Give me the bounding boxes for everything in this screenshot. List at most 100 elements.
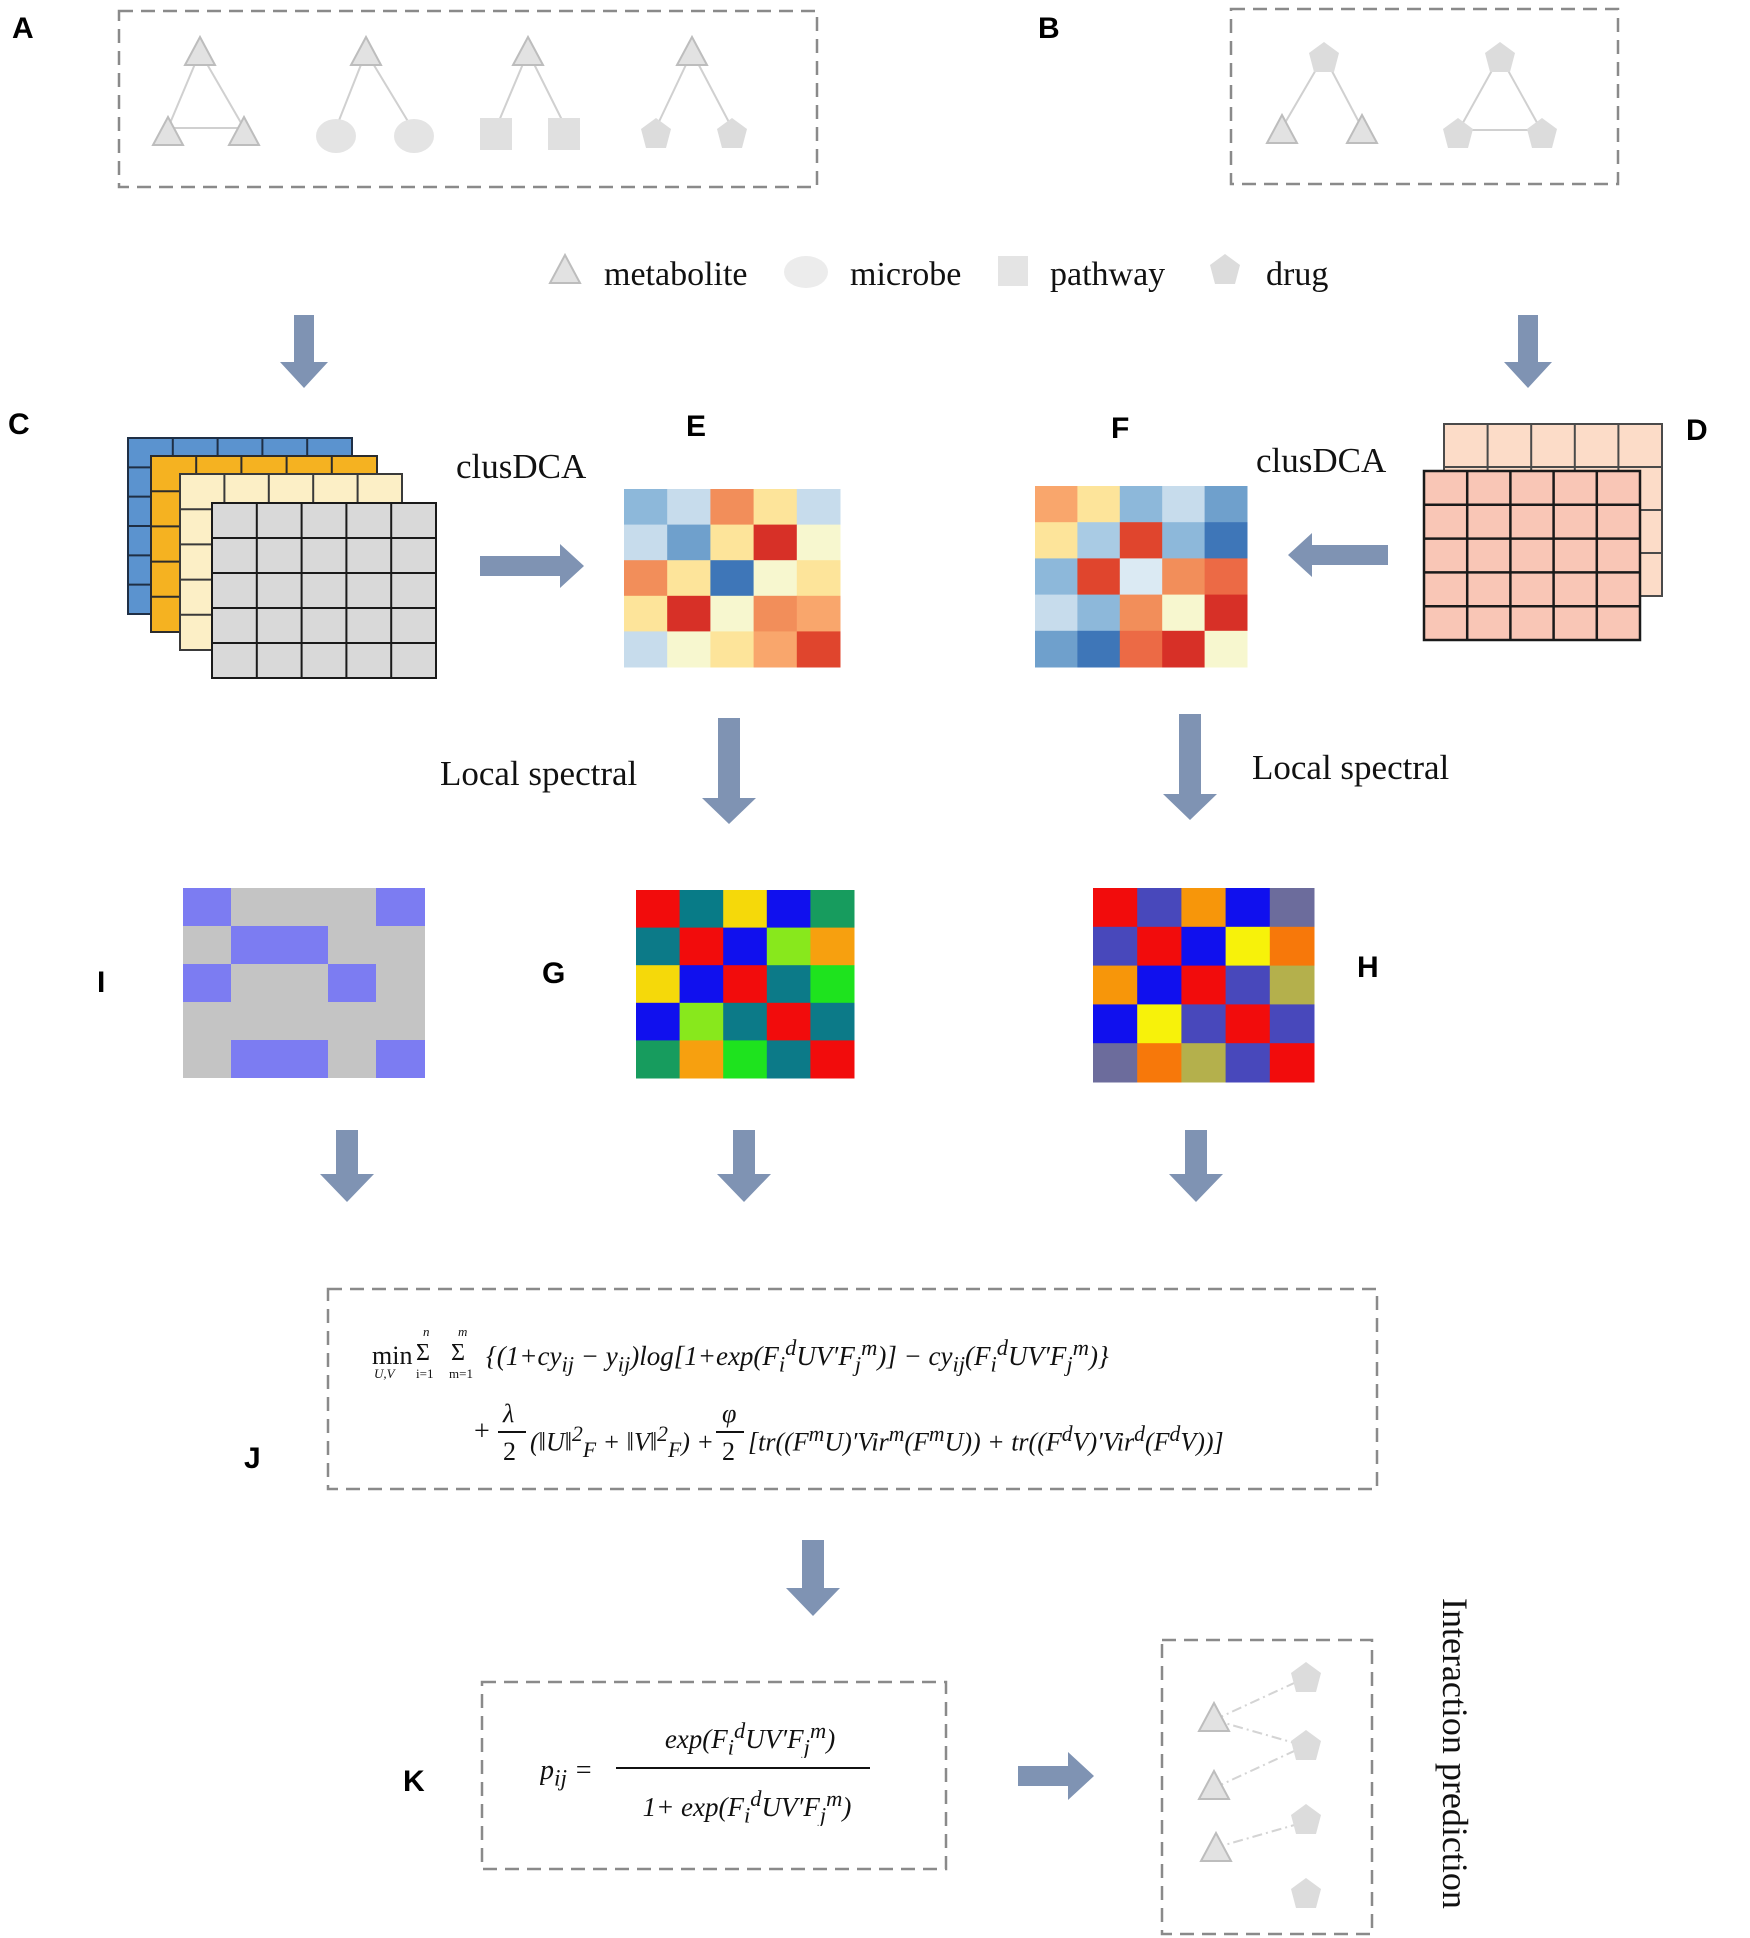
heatmap-cell [766,965,811,1004]
heatmap-cell [1225,888,1271,928]
heatmap-cell [1225,1043,1271,1083]
metabolite-node-icon [676,36,708,66]
heatmap-cell [723,1002,768,1041]
probability-formula-box: pij = exp(FidUV′Fjm) 1+ exp(FidUV′Fjm) [480,1680,948,1871]
heatmap-cell [1204,522,1248,559]
metabolite-node-icon [1198,1702,1230,1732]
heatmap-cell [636,1040,681,1079]
objective-function-box: min U,V n Σ i=1 m Σ m=1 {(1+cyij − yij)l… [326,1287,1379,1491]
metabolite-node-icon [350,36,382,66]
heatmap-cell [667,489,711,526]
drug-node-icon [717,118,747,148]
drug-node-icon [1291,1804,1321,1834]
pathway-legend-icon [998,256,1028,286]
heatmap-cell [1269,1004,1315,1044]
heatmap-cell [766,927,811,966]
association-matrix-i [183,888,425,1078]
heatmap-cell [636,927,681,966]
formula-frac2-den: 2 [722,1437,735,1466]
node-legend: metabolite microbe pathway drug [549,254,1328,293]
formula-k-numerator: exp(FidUV′Fjm) [664,1718,836,1758]
heatmap-cell [766,1002,811,1041]
heatmap-cell [636,965,681,1004]
microbe-legend-icon [784,256,828,288]
heatmap-cell [1269,888,1315,928]
heatmap-cell [624,595,668,632]
heatmap-cell [723,890,768,929]
metabolite-node-icon [228,116,260,146]
panel-a-network-box [117,9,819,189]
heatmap-cell [1077,486,1121,523]
heatmap-cell [1035,522,1078,559]
heatmap-cell [1181,926,1227,967]
drug-node-icon [1291,1662,1321,1692]
heatmap-cell [679,965,724,1004]
heatmap-cell [710,595,755,632]
heatmap-cell [810,1002,855,1041]
formula-frac2-num: φ [722,1399,736,1428]
formula-line1-container: {(1+cyij − yij)log[1+exp(FidUV′Fjm)] − c… [486,1335,1109,1377]
formula-k-lhs: pij = [540,1755,593,1792]
formula-line1: {(1+cyij − yij)log[1+exp(FidUV′Fjm)] − c… [486,1335,1109,1377]
interaction-prediction-label: Interaction prediction [1435,1598,1475,1909]
heatmap-cell [1137,1043,1182,1083]
panel-label-i: I [97,966,105,999]
stacked-similarity-matrices [127,437,437,679]
drug-node-icon [1443,118,1473,148]
heatmap-cell [679,1040,724,1079]
metabolite-legend-icon [549,254,581,284]
heatmap-f [1035,486,1248,668]
heatmap-cell [796,524,841,561]
formula-sum1-sign: Σ [416,1340,430,1366]
panel-b-network-box [1229,7,1620,186]
formula-frac1-num: λ [502,1399,514,1428]
metabolite-node-icon [184,36,216,66]
heatmap-cell [796,560,841,597]
formula-sum1-top: n [423,1324,430,1339]
formula-k-denominator-container: 1+ exp(FidUV′Fjm) [643,1786,852,1826]
heatmap-g [636,890,855,1079]
heatmap-cell [1119,630,1163,668]
arrow-down-icon [702,718,756,824]
heatmap-cell [1119,486,1163,523]
legend-pathway: pathway [1050,256,1165,293]
heatmap-cell [1035,630,1078,668]
heatmap-cell [710,489,755,526]
heatmap-e [624,489,841,668]
heatmap-cell [1269,1043,1315,1083]
heatmap-cell [679,927,724,966]
panel-label-f: F [1111,412,1129,445]
arrow-down-icon [1163,714,1217,820]
legend-metabolite: metabolite [604,256,748,293]
heatmap-cell [753,489,798,526]
heatmap-cell [1137,888,1182,928]
formula-part3: [tr((FmU)′Virm(FmU)) + tr((FdV)′Vird(FdV… [748,1422,1224,1457]
formula-plus: + [474,1416,490,1447]
heatmap-cell [723,927,768,966]
heatmap-cell [1035,558,1078,596]
local-spectral-label-left: Local spectral [440,754,638,793]
heatmap-cell [1162,558,1206,596]
heatmap-cell [1225,1004,1271,1044]
panel-label-k: K [403,1765,425,1798]
flow-arrows [280,315,1552,1800]
panel-label-h: H [1357,951,1379,984]
formula-part2: (‖U‖2F + ‖V‖2F) + [530,1422,714,1462]
heatmap-cell [1225,965,1271,1005]
heatmap-cell [1093,926,1138,967]
heatmap-cell [1204,558,1248,596]
arrow-left-icon [1288,533,1388,577]
matrix-sheet [1422,469,1642,642]
heatmap-cell [1181,1004,1227,1044]
arrow-right-icon [480,544,584,588]
drug-node-icon [1291,1878,1321,1908]
drug-node-icon [1291,1730,1321,1760]
heatmap-cell [1204,486,1248,523]
heatmap-cell [1035,594,1078,632]
arrow-down-icon [280,315,328,388]
arrow-down-icon [1169,1130,1223,1202]
heatmap-cell [1204,594,1248,632]
formula-k-lhs-container: pij = [540,1755,593,1792]
metabolite-node-icon [1198,1770,1230,1800]
metabolite-node-icon [1346,114,1378,144]
